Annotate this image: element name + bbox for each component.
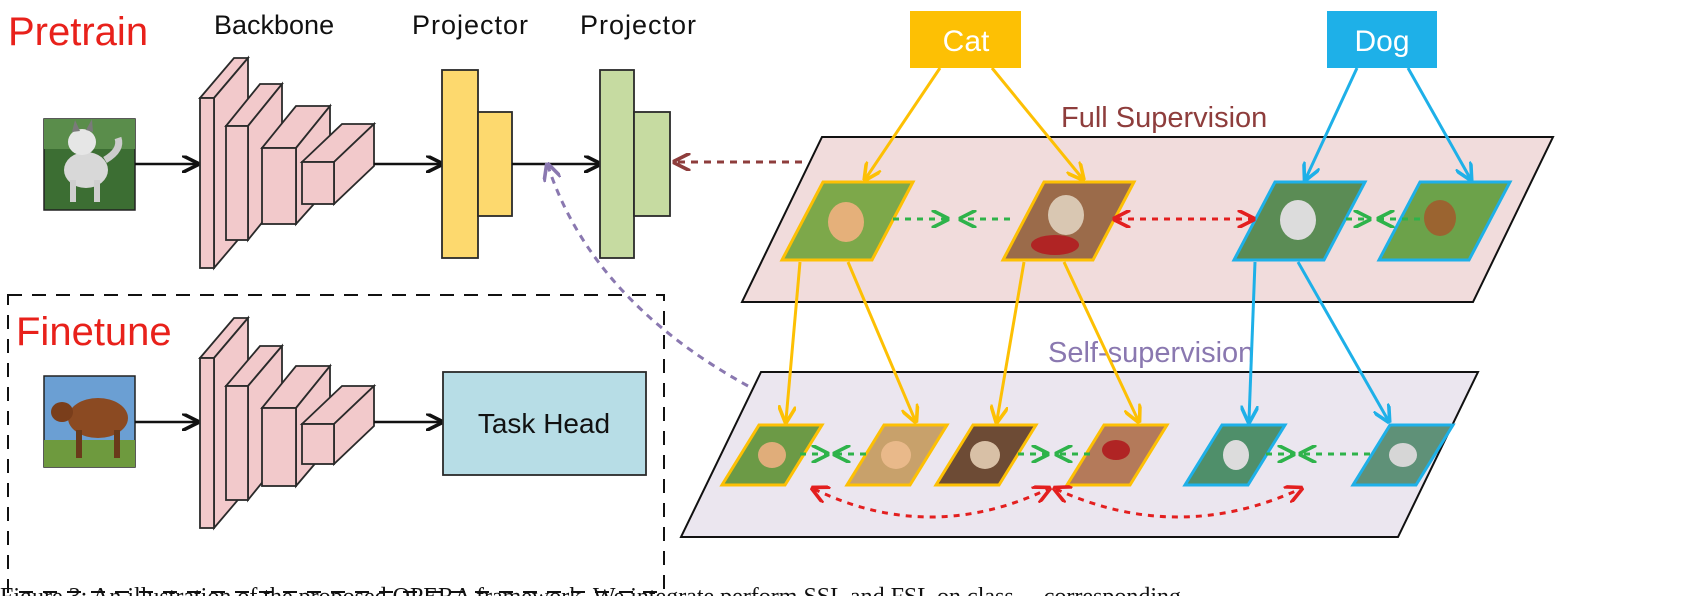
figure-caption: Figure 3: An illustration of the propose… bbox=[0, 584, 1205, 596]
pretrain-title: Pretrain bbox=[8, 10, 148, 54]
pretrain-backbone bbox=[198, 55, 377, 271]
full-cat-image-2 bbox=[1000, 180, 1137, 262]
pretrain-projector-2 bbox=[599, 69, 671, 259]
finetune-input-image bbox=[43, 375, 136, 468]
self-cat-image-3 bbox=[933, 423, 1039, 487]
dog-class-box bbox=[1327, 11, 1437, 68]
cat-class-label: Cat bbox=[943, 25, 990, 58]
cat-class-box bbox=[910, 11, 1021, 68]
pretrain-input-image bbox=[43, 118, 136, 211]
self-supervision-label: Self-supervision bbox=[1048, 337, 1254, 369]
full-cat-image-1 bbox=[779, 180, 916, 262]
pretrain-projector-1 bbox=[441, 69, 513, 259]
self-dog-image-2 bbox=[1350, 423, 1456, 487]
dog-class-label: Dog bbox=[1354, 25, 1409, 58]
self-dog-image-1 bbox=[1182, 423, 1288, 487]
projector-label-2: Projector bbox=[580, 10, 697, 40]
full-supervision-label: Full Supervision bbox=[1061, 102, 1267, 134]
backbone-label: Backbone bbox=[214, 10, 334, 40]
finetune-backbone bbox=[198, 315, 377, 531]
finetune-dashed-box bbox=[7, 294, 665, 593]
finetune-title: Finetune bbox=[16, 310, 172, 354]
self-cat-image-1 bbox=[719, 423, 825, 487]
self-cat-image-4 bbox=[1064, 423, 1170, 487]
projector-label-1: Projector bbox=[412, 10, 529, 40]
full-dog-image-2 bbox=[1376, 180, 1513, 262]
task-head-box bbox=[442, 371, 647, 476]
self-cat-image-2 bbox=[844, 423, 950, 487]
task-head-label: Task Head bbox=[478, 408, 610, 439]
full-dog-image-1 bbox=[1231, 180, 1368, 262]
